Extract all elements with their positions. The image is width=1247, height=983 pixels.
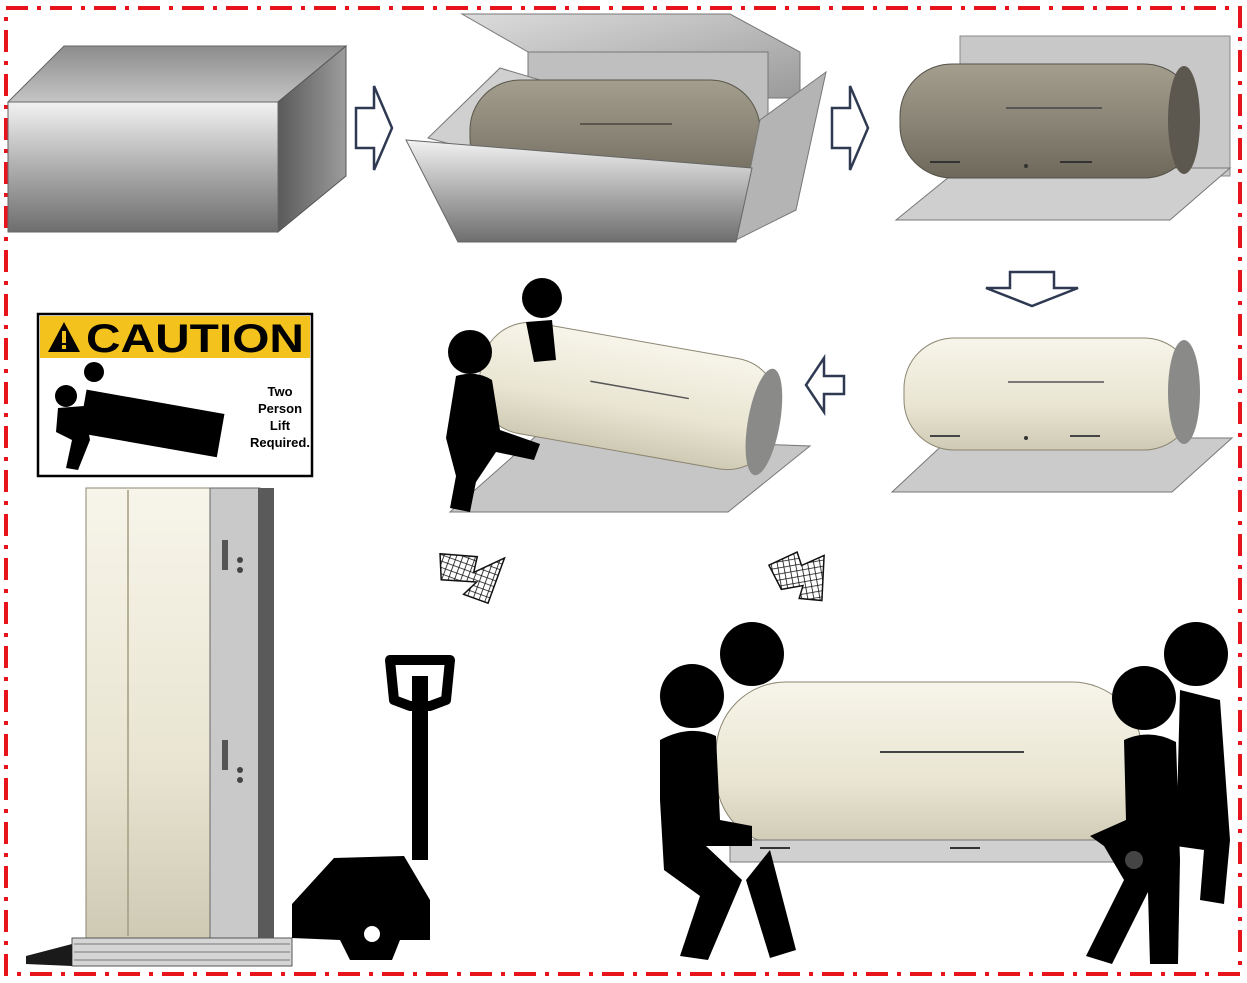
caution-title: CAUTION [86,317,304,361]
caution-line-3: Lift [270,418,291,433]
caution-line-4: Required. [250,435,310,450]
outline-arrow-icon [806,358,844,412]
caution-line-2: Person [258,401,302,416]
hatched-arrow-icon [768,548,832,609]
outline-arrow-icon [356,86,392,170]
closed-carton [8,46,346,232]
outline-arrow-icon [832,86,868,170]
unit-on-carton-base [896,36,1230,220]
unit-carried-by-four-people [660,622,1230,964]
caution-label: CAUTION Two Person Lift Required. [38,314,312,476]
outline-arrow-icon [986,272,1078,306]
unit-tilted-by-two-people [446,278,810,512]
hatched-arrow-icon [430,537,505,603]
opened-carton [406,14,826,242]
caution-line-1: Two [267,384,292,399]
pallet-jack-icon [292,660,450,960]
unit-on-pallet-jack [26,488,292,966]
unit-unwrapped [892,338,1232,492]
